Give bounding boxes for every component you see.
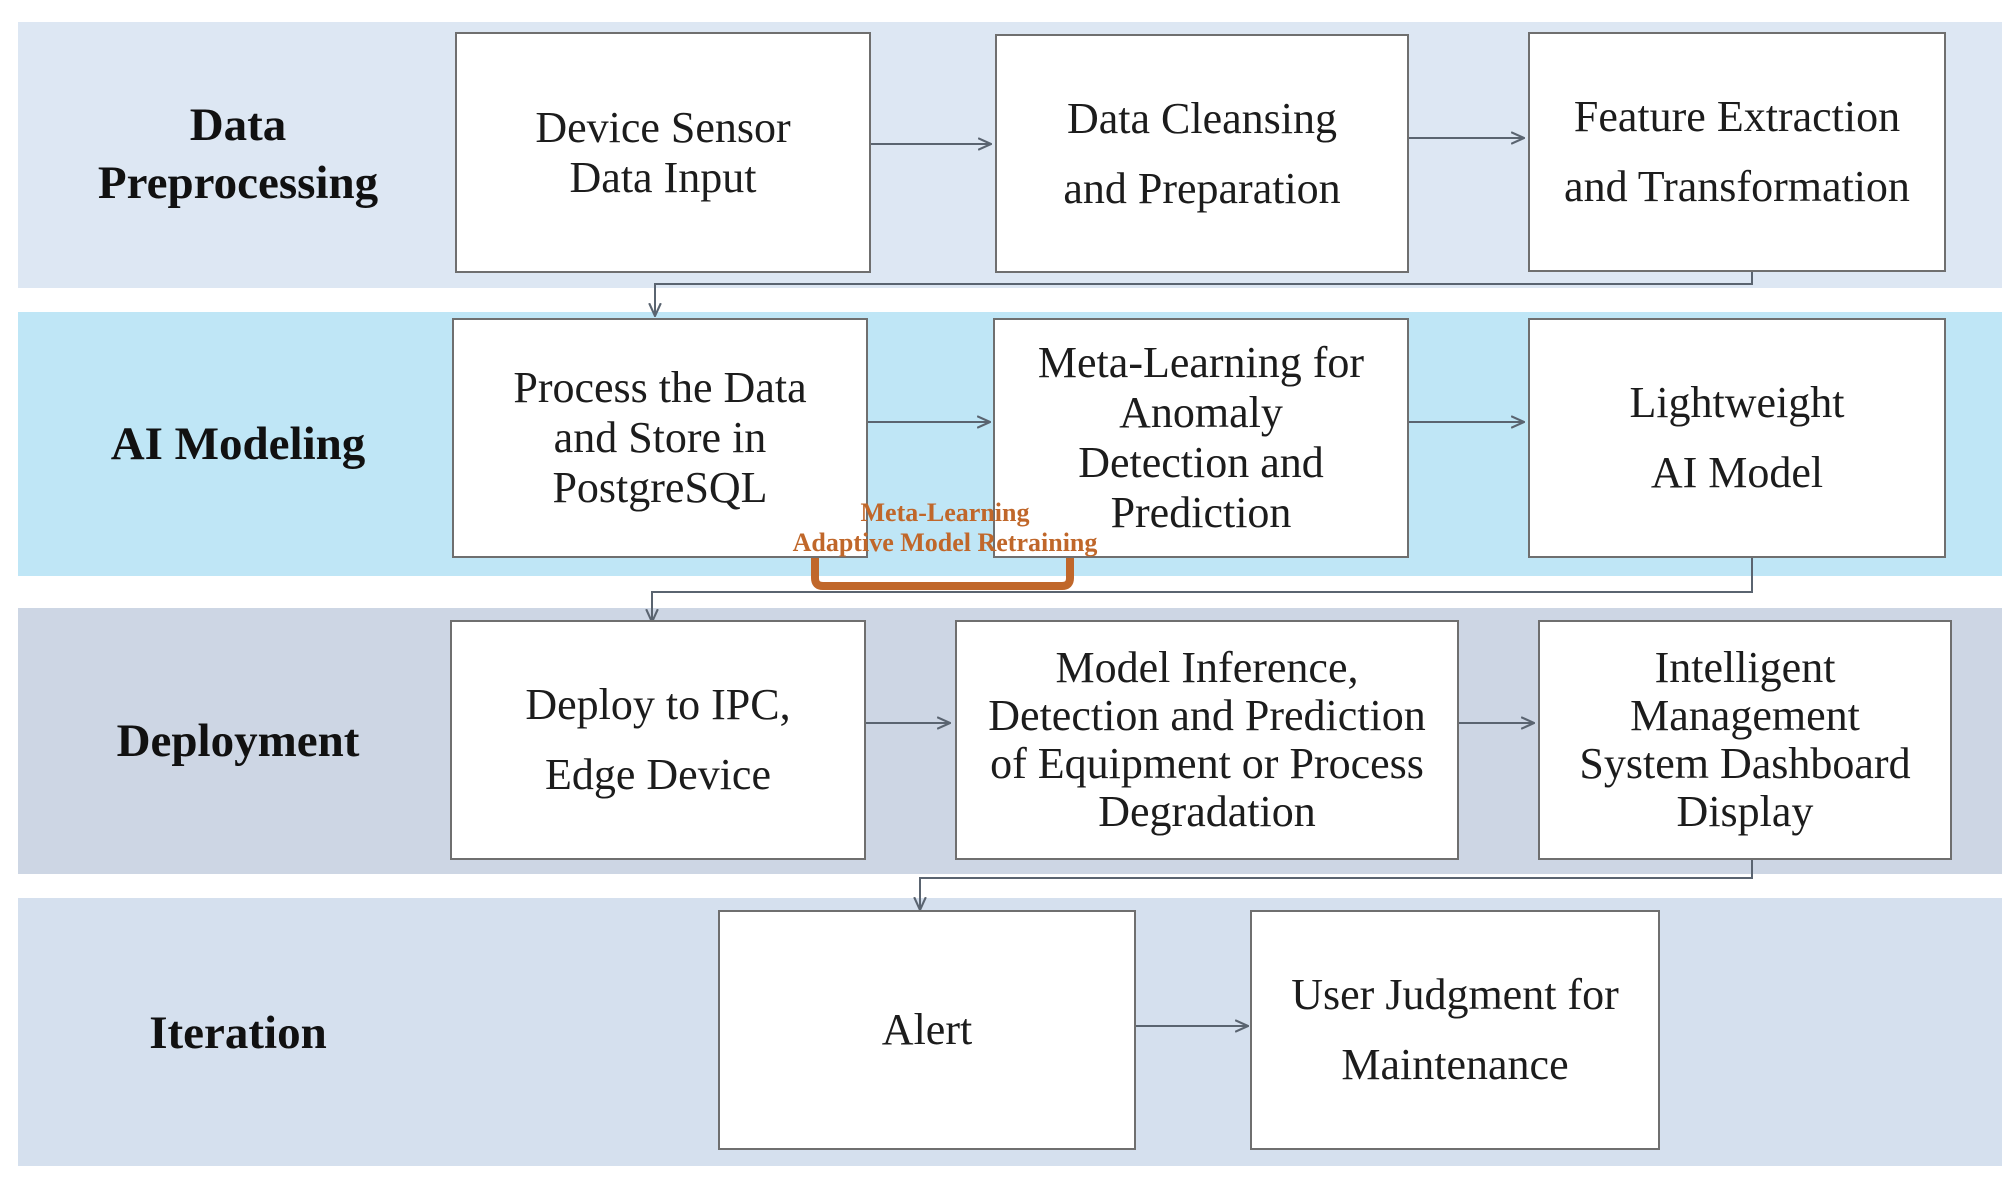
step-process-store-postgresql: Process the Data and Store in PostgreSQL — [452, 318, 868, 558]
feedback-note: Meta-Learning Adaptive Model Retraining — [792, 498, 1098, 557]
arrow-dashboard-to-alert — [920, 858, 1753, 910]
step-data-cleansing: Data Cleansing and Preparation — [995, 34, 1409, 273]
step-user-judgment: User Judgment for Maintenance — [1250, 910, 1660, 1150]
step-feature-extraction: Feature Extraction and Transformation — [1528, 32, 1946, 272]
step-dashboard-display: Intelligent Management System Dashboard … — [1538, 620, 1952, 860]
stage-label-deployment: Deployment — [116, 715, 360, 767]
feedback-bracket — [811, 549, 1074, 590]
stage-label-data-preprocessing: Data Preprocessing — [97, 99, 379, 209]
arrow-lightweight-to-deploy — [652, 557, 1753, 622]
stage-label-iteration: Iteration — [149, 1007, 327, 1059]
step-model-inference: Model Inference, Detection and Predictio… — [955, 620, 1459, 860]
step-deploy-edge-device: Deploy to IPC, Edge Device — [450, 620, 866, 860]
step-lightweight-ai-model: Lightweight AI Model — [1528, 318, 1946, 558]
stage-label-ai-modeling: AI Modeling — [110, 418, 366, 470]
step-device-sensor-data-input: Device Sensor Data Input — [455, 32, 871, 273]
arrow-extraction-to-process — [655, 272, 1753, 316]
step-meta-learning: Meta-Learning for Anomaly Detection and … — [993, 318, 1409, 558]
step-alert: Alert — [718, 910, 1136, 1150]
